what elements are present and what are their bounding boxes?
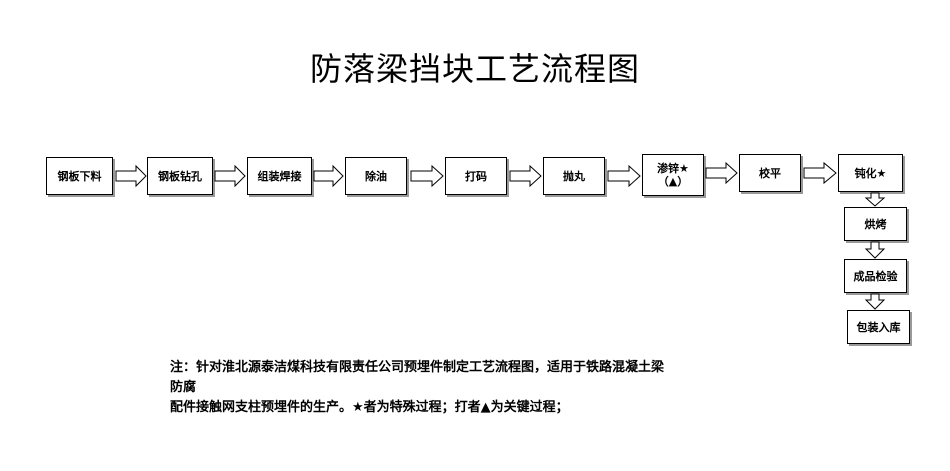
step-label: 成品检验 [853, 269, 898, 283]
arrow-down-icon [864, 293, 886, 310]
step-label: 校平 [759, 166, 781, 180]
step-label-secondary: （▲） [657, 175, 689, 188]
step-label: 抛丸 [563, 169, 585, 183]
footnote-line: 注：针对淮北源泰洁煤科技有限责任公司预埋件制定工艺流程图，适用于铁路混凝土梁 [170, 360, 665, 375]
step-steel-cutting: 钢板下料 [46, 157, 113, 195]
step-assembly-welding: 组装焊接 [247, 157, 312, 195]
footnote-line: 配件接触网支柱预埋件的生产。★者为特殊过程；打者▲为关键过程； [170, 400, 569, 415]
step-label: 包装入库 [856, 320, 901, 334]
step-marking: 打码 [445, 157, 507, 195]
arrow-right-icon [705, 161, 738, 185]
arrow-right-icon [607, 164, 641, 188]
footnote: 注：针对淮北源泰洁煤科技有限责任公司预埋件制定工艺流程图，适用于铁路混凝土梁 防… [170, 358, 830, 418]
step-steel-drilling: 钢板钻孔 [147, 157, 213, 195]
step-label: 打码 [465, 169, 487, 183]
arrow-down-icon [864, 192, 886, 207]
arrow-right-icon [410, 164, 444, 188]
arrow-right-icon [313, 164, 344, 188]
step-label: 烘烤 [864, 217, 887, 231]
step-shot-blasting: 抛丸 [543, 157, 605, 195]
step-label: 钝化★ [854, 166, 887, 180]
arrow-right-icon [803, 161, 837, 185]
step-degreasing: 除油 [345, 157, 407, 195]
step-leveling: 校平 [739, 154, 801, 192]
arrow-down-icon [864, 241, 886, 259]
step-zinc-infiltration: 渗锌★ （▲） [642, 154, 704, 196]
step-label: 钢板下料 [57, 169, 102, 183]
step-label: 除油 [365, 169, 387, 183]
step-label: 组装焊接 [257, 169, 302, 183]
step-final-inspection: 成品检验 [844, 259, 907, 293]
step-baking: 烘烤 [844, 207, 907, 241]
footnote-line: 防腐 [170, 380, 197, 395]
arrow-right-icon [214, 164, 246, 188]
arrow-right-icon [509, 164, 542, 188]
step-packaging-storage: 包装入库 [847, 310, 910, 344]
diagram-title: 防落梁挡块工艺流程图 [309, 50, 640, 88]
step-passivation: 钝化★ [838, 154, 903, 192]
step-label: 渗锌★ [657, 162, 689, 175]
step-label: 钢板钻孔 [158, 169, 202, 183]
arrow-right-icon [115, 164, 147, 188]
